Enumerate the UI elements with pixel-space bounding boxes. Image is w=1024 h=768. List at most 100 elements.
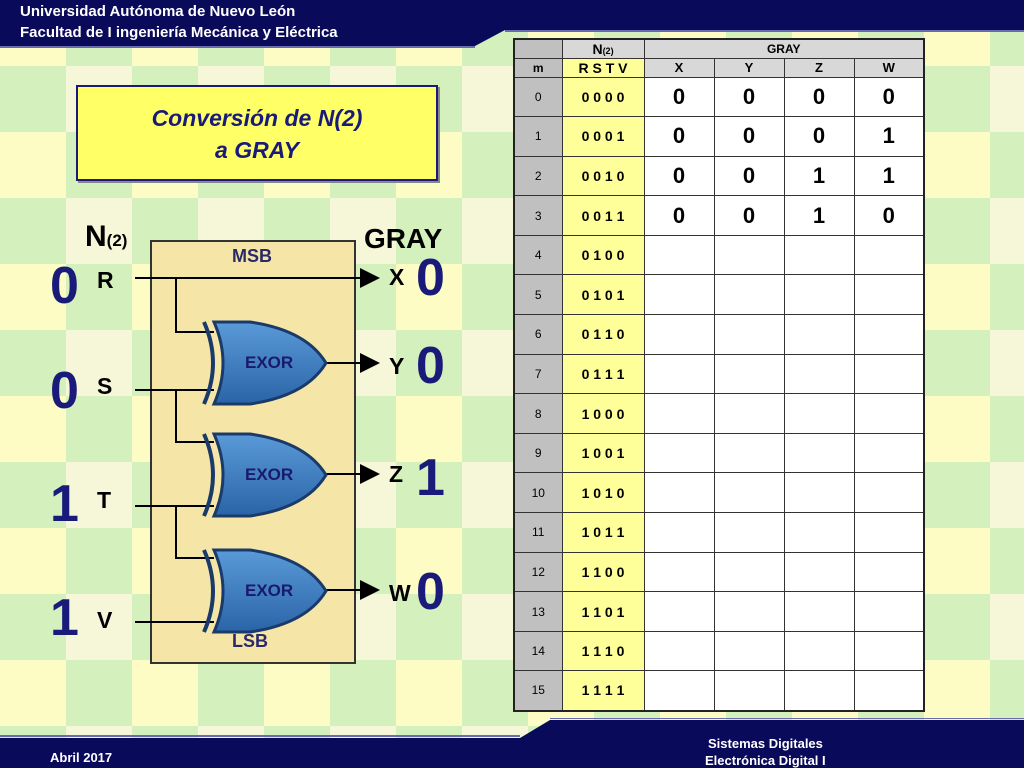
input-heading: N(2) [85,220,128,253]
output-label-y: Y [389,353,405,379]
cell-gray-z [783,670,855,711]
title-line-2: a GRAY [215,137,299,163]
col-header-w: W [853,57,925,78]
cell-gray-z [783,630,855,672]
cell-gray-y: 0 [713,155,785,197]
cell-gray-z [783,314,855,355]
cell-bits: 1 1 0 0 [561,551,645,593]
cell-m: 11 [513,512,563,553]
cell-gray-x [643,353,715,395]
cell-gray-w: 1 [853,116,925,157]
cell-gray-w [853,274,925,316]
cell-bits: 1 0 1 0 [561,472,645,514]
cell-gray-x [643,512,715,553]
slide-title: Conversión de N(2) a GRAY [76,85,438,181]
col-header-bits: R S T V [561,57,645,78]
exor-gate-1 [202,320,328,406]
footer-band [0,718,1024,768]
cell-bits: 1 0 1 1 [561,512,645,553]
header-n2: N(2) [561,38,645,59]
cell-gray-z: 0 [783,76,855,118]
cell-m: 13 [513,591,563,632]
cell-gray-x [643,314,715,355]
cell-gray-x [643,274,715,316]
cell-gray-y [713,670,785,711]
cell-gray-x [643,393,715,434]
cell-m: 0 [513,76,563,118]
input-label-r: R [97,267,114,293]
footer-date: Abril 2017 [50,750,113,765]
cell-bits: 0 1 0 0 [561,234,645,276]
cell-bits: 1 0 0 1 [561,432,645,474]
cell-gray-x: 0 [643,195,715,236]
input-value-r: 0 [50,257,79,315]
cell-bits: 0 1 1 1 [561,353,645,395]
cell-m: 3 [513,195,563,236]
lsb-label: LSB [232,631,268,651]
col-header-z: Z [783,57,855,78]
cell-gray-z: 0 [783,116,855,157]
cell-gray-y [713,472,785,514]
output-label-w: W [389,580,411,606]
cell-gray-y [713,591,785,632]
cell-gray-x [643,551,715,593]
cell-gray-z [783,472,855,514]
col-header-y: Y [713,57,785,78]
cell-gray-w: 1 [853,155,925,197]
exor-label-2: EXOR [245,465,294,484]
cell-gray-w [853,591,925,632]
cell-gray-y [713,393,785,434]
exor-gate-2 [202,432,328,518]
cell-m: 10 [513,472,563,514]
input-value-v: 1 [50,589,79,647]
cell-m: 4 [513,234,563,276]
header-gray: GRAY [643,38,925,59]
input-value-t: 1 [50,475,79,533]
title-line-1: Conversión de N(2) [151,105,363,131]
cell-gray-y [713,432,785,474]
cell-gray-x [643,432,715,474]
cell-bits: 1 1 1 1 [561,670,645,711]
cell-gray-y [713,353,785,395]
cell-m: 7 [513,353,563,395]
exor-gate-3 [202,548,328,634]
cell-gray-w: 0 [853,76,925,118]
faculty-name: Facultad de I ingeniería Mecánica y Eléc… [20,24,338,41]
cell-gray-z: 1 [783,155,855,197]
cell-m: 2 [513,155,563,197]
cell-gray-w [853,472,925,514]
cell-gray-z [783,591,855,632]
cell-bits: 0 1 1 0 [561,314,645,355]
cell-gray-y: 0 [713,76,785,118]
output-value-y: 0 [416,337,445,395]
output-value-z: 1 [416,449,445,507]
cell-gray-w [853,393,925,434]
cell-gray-z: 1 [783,195,855,236]
input-label-s: S [97,373,113,399]
cell-gray-x [643,670,715,711]
exor-label-3: EXOR [245,581,294,600]
cell-m: 5 [513,274,563,316]
footer-course-2: Electrónica Digital I [705,753,826,768]
cell-bits: 0 0 0 0 [561,76,645,118]
cell-bits: 0 0 0 1 [561,116,645,157]
cell-gray-y [713,234,785,276]
cell-gray-w: 0 [853,195,925,236]
footer-course-1: Sistemas Digitales [708,736,823,751]
input-value-s: 0 [50,362,79,420]
cell-gray-x [643,234,715,276]
col-header-m: m [513,57,563,78]
